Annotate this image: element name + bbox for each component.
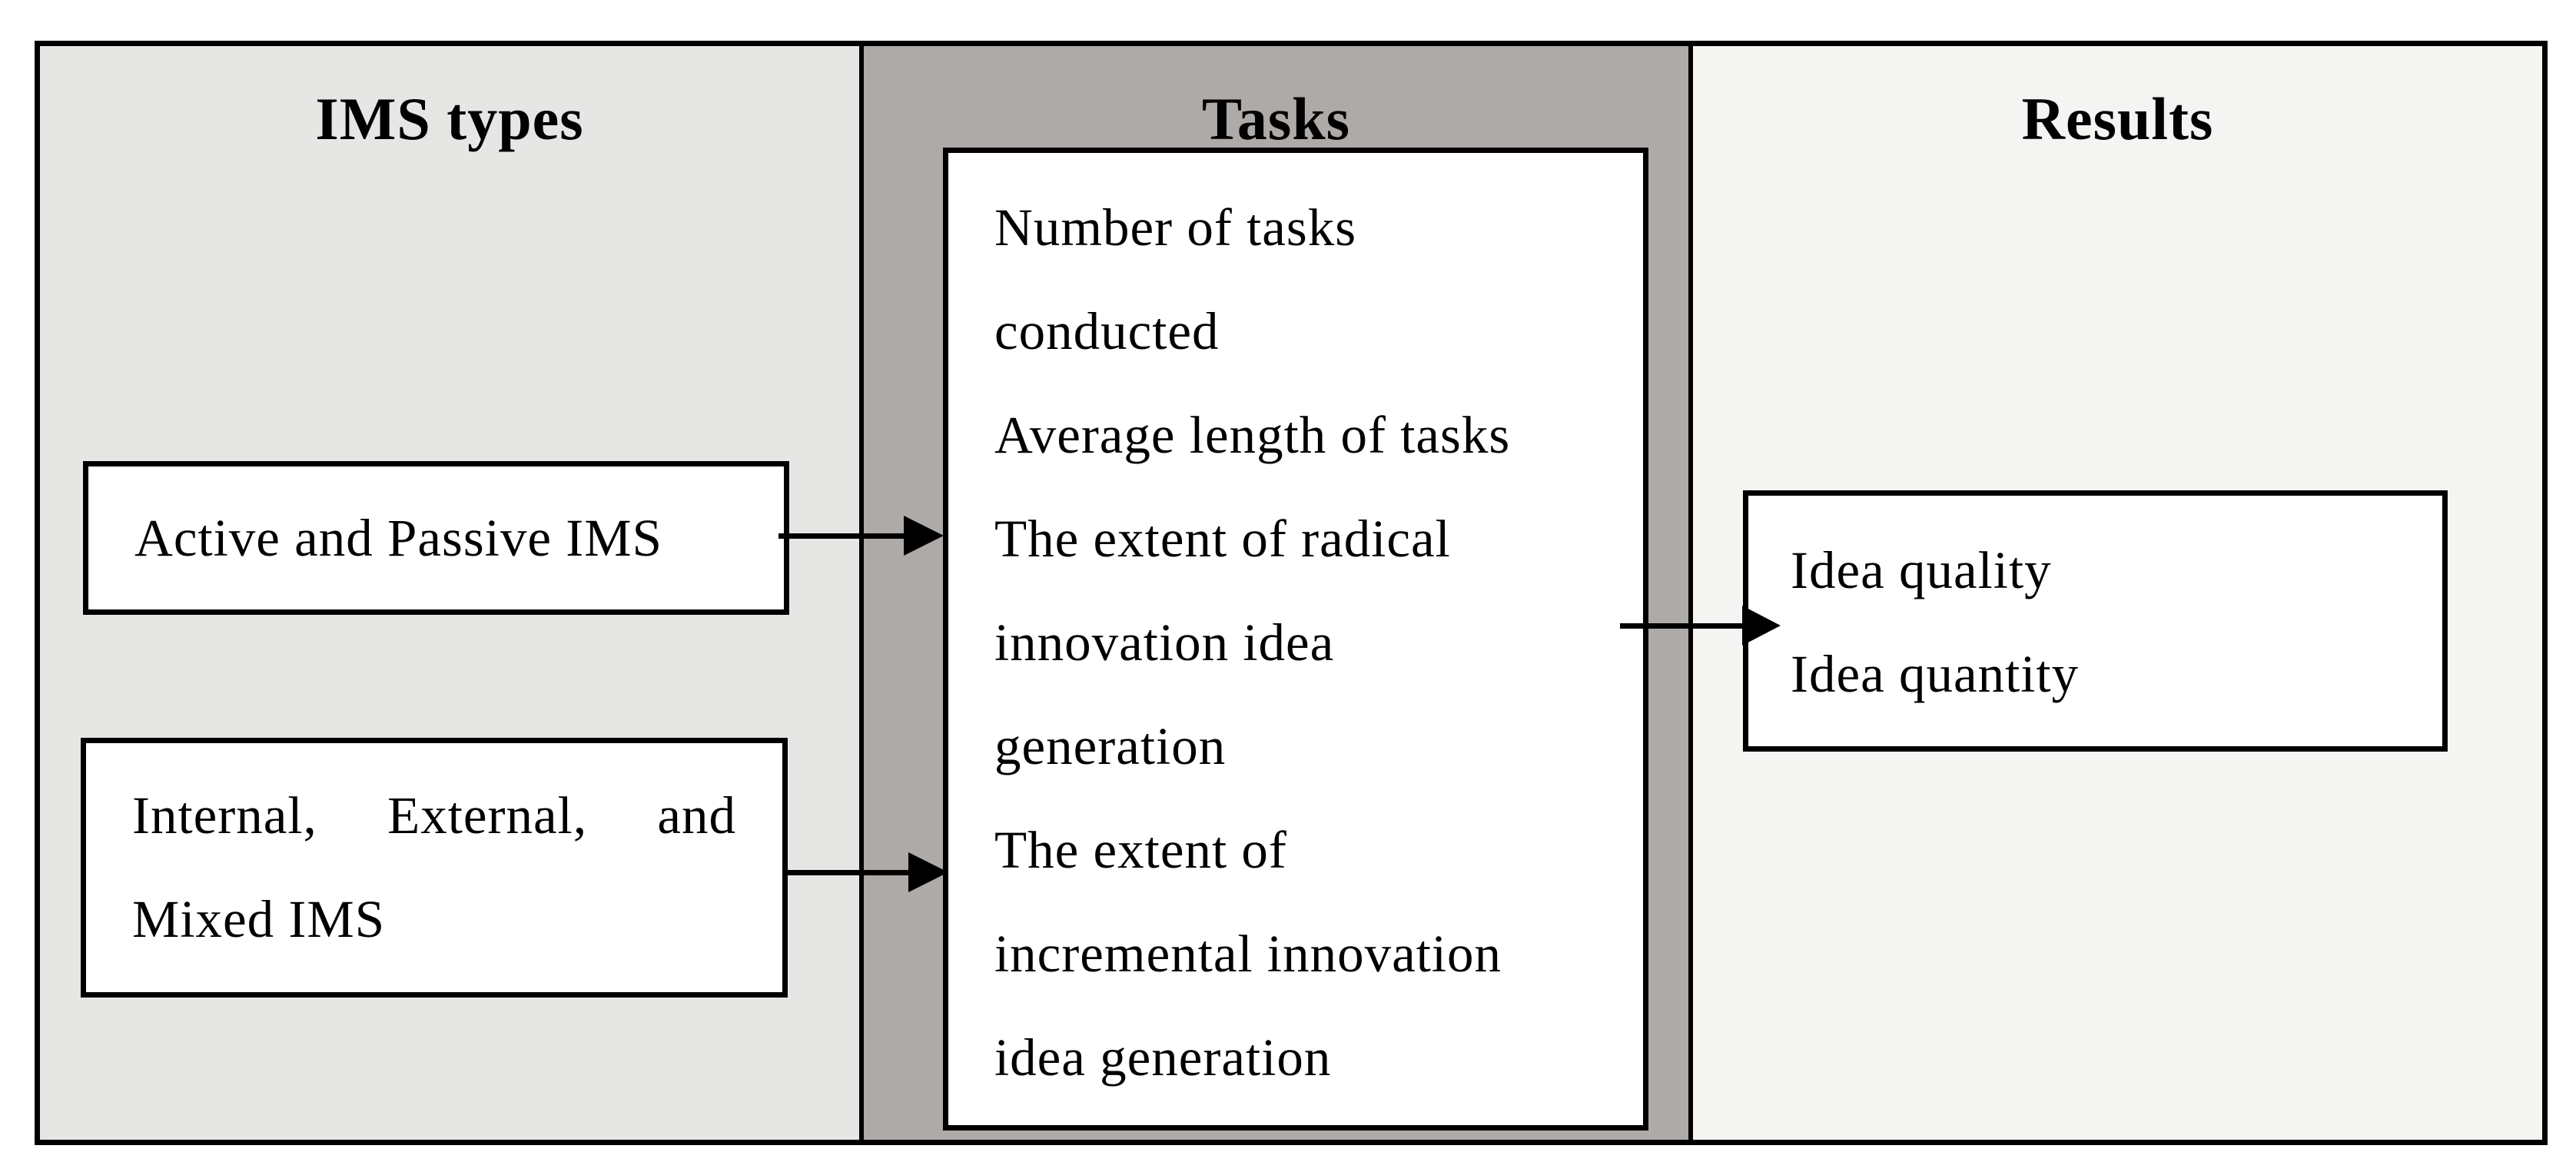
ims-box-internal-external-mixed-line1: Internal, External, and [132,786,736,845]
column-header-ims-types: IMS types [315,85,584,152]
arrow-internal-external-mixed-to-tasks-line [785,870,911,875]
ims-box-active-passive: Active and Passive IMS [83,461,789,615]
results-box-text: Idea quality Idea quantity [1791,541,2080,703]
results-box: Idea quality Idea quantity [1743,490,2448,752]
ims-box-internal-external-mixed: Internal, External, and Mixed IMS [81,738,788,998]
arrow-tasks-to-results-head-icon [1742,606,1781,646]
arrow-tasks-to-results-line [1620,623,1744,629]
tasks-box: Number of tasks conducted Average length… [943,148,1648,1130]
ims-box-internal-external-mixed-line2: Mixed IMS [132,890,386,948]
diagram-frame: IMS types Tasks Results Active and Passi… [35,41,2548,1145]
arrow-active-passive-to-tasks-line [778,533,907,539]
arrow-internal-external-mixed-to-tasks-head-icon [908,852,948,892]
arrow-active-passive-to-tasks-head-icon [904,516,944,556]
tasks-box-text: Number of tasks conducted Average length… [994,198,1511,1087]
column-header-tasks: Tasks [1202,85,1350,152]
column-header-results: Results [2021,85,2214,152]
ims-box-active-passive-label: Active and Passive IMS [134,508,663,567]
